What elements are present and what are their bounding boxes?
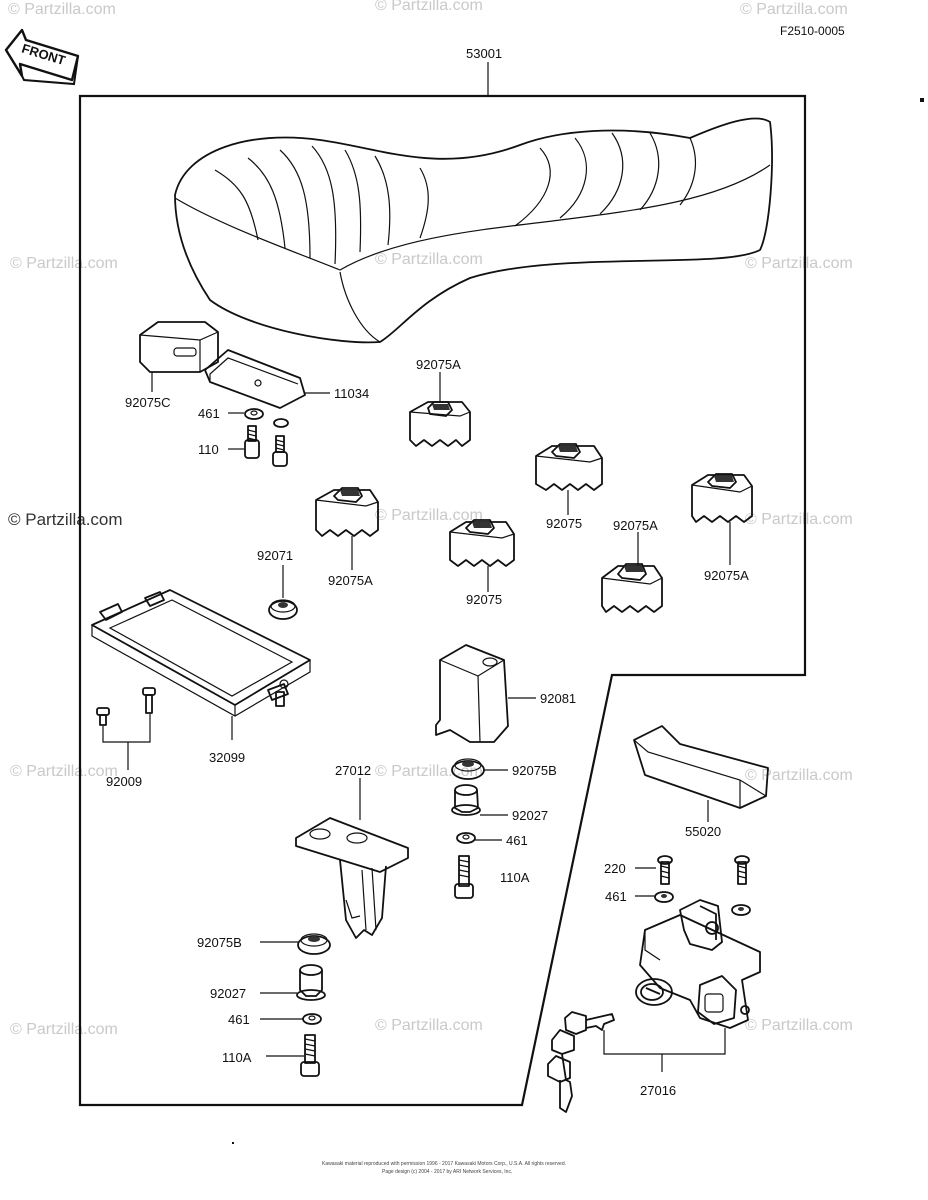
leader-27016 (603, 1028, 726, 1072)
screw-220-b (734, 855, 750, 885)
watermark: © Partzilla.com (375, 0, 483, 14)
label-92075a-3: 92075A (328, 573, 373, 588)
washer-461-e (731, 904, 751, 916)
bolt-110 (244, 425, 260, 459)
damper-92075-2 (449, 519, 515, 567)
seat-53001 (174, 117, 773, 344)
watermark: © Partzilla.com (10, 1021, 118, 1038)
watermark: © Partzilla.com (375, 251, 483, 268)
scan-mark (232, 1142, 234, 1144)
label-92075a-2: 92075A (704, 568, 749, 583)
screw-92009-b (142, 687, 156, 714)
bracket-27012 (295, 817, 409, 939)
label-92081: 92081 (540, 691, 576, 706)
damper-92075a-3 (315, 487, 379, 537)
label-55020: 55020 (685, 824, 721, 839)
washer-461-b (456, 832, 476, 844)
screw-92009-a (96, 707, 110, 726)
damper-92075a-2 (691, 473, 753, 523)
label-92075c: 92075C (125, 395, 171, 410)
label-92027-2: 92027 (210, 986, 246, 1001)
washer-461-d (654, 891, 674, 903)
label-110: 110 (198, 442, 219, 457)
label-220: 220 (604, 861, 626, 876)
figure-code: F2510-0005 (780, 24, 845, 38)
grommet-92075b-2 (297, 933, 331, 955)
label-110a-2: 110A (222, 1050, 252, 1065)
screw-220-a (657, 855, 673, 885)
damper-92075a-1 (409, 401, 471, 447)
bracket-11034 (204, 349, 306, 409)
label-92075b-2: 92075B (197, 935, 242, 950)
cover-55020 (633, 725, 769, 809)
watermark: © Partzilla.com (740, 1, 848, 18)
key-icon (547, 1011, 615, 1113)
watermark: © Partzilla.com (745, 255, 853, 272)
bolt-110a-2 (300, 1034, 320, 1077)
label-110a-1: 110A (500, 870, 530, 885)
collar-92027-1 (451, 784, 481, 816)
watermark: © Partzilla.com (10, 255, 118, 272)
leader-92009 (102, 714, 151, 770)
watermark: © Partzilla.com (8, 510, 123, 529)
watermark: © Partzilla.com (745, 767, 853, 784)
label-461-a: 461 (198, 406, 220, 421)
copyright-line-1: Kawasaki material reproduced with permis… (322, 1161, 566, 1167)
watermark-layer: © Partzilla.com © Partzilla.com © Partzi… (8, 0, 853, 1038)
watermark: © Partzilla.com (375, 507, 483, 524)
label-461-c: 461 (228, 1012, 250, 1027)
ignition-switch-27016 (635, 899, 761, 1029)
assembly-frame (78, 94, 807, 1107)
damper-92075a-4 (601, 563, 663, 613)
watermark: © Partzilla.com (745, 511, 853, 528)
label-53001: 53001 (466, 46, 502, 61)
watermark: © Partzilla.com (375, 1017, 483, 1034)
watermark: © Partzilla.com (10, 763, 118, 780)
cover-92075c (139, 321, 219, 373)
boot-92081 (435, 644, 509, 743)
label-27016: 27016 (640, 1083, 676, 1098)
washer-461-a (244, 408, 264, 420)
label-11034: 11034 (334, 386, 369, 401)
label-27012: 27012 (335, 763, 371, 778)
tray-32099 (91, 589, 311, 717)
washer-small (273, 418, 289, 428)
label-92071: 92071 (257, 548, 293, 563)
bolt-110-b (272, 435, 288, 467)
watermark: © Partzilla.com (745, 1017, 853, 1034)
label-92075a-4: 92075A (613, 518, 658, 533)
damper-92075-1 (535, 443, 603, 491)
front-arrow-icon: FRONT (4, 28, 80, 86)
copyright-line-2: Page design (c) 2004 - 2017 by ARI Netwo… (382, 1169, 512, 1175)
scan-mark (920, 98, 924, 102)
label-461-b: 461 (506, 833, 528, 848)
label-92075-2: 92075 (466, 592, 502, 607)
label-92075a-1: 92075A (416, 357, 461, 372)
washer-461-c (302, 1013, 322, 1025)
watermark: © Partzilla.com (8, 1, 116, 18)
label-92075b-1: 92075B (512, 763, 557, 778)
label-92027-1: 92027 (512, 808, 548, 823)
bolt-110a-1 (454, 855, 474, 899)
collar-92027-2 (296, 964, 326, 1001)
label-461-d: 461 (605, 889, 627, 904)
label-92009: 92009 (106, 774, 142, 789)
label-92075-1: 92075 (546, 516, 582, 531)
label-32099: 32099 (209, 750, 245, 765)
grommet-92071 (268, 599, 298, 620)
